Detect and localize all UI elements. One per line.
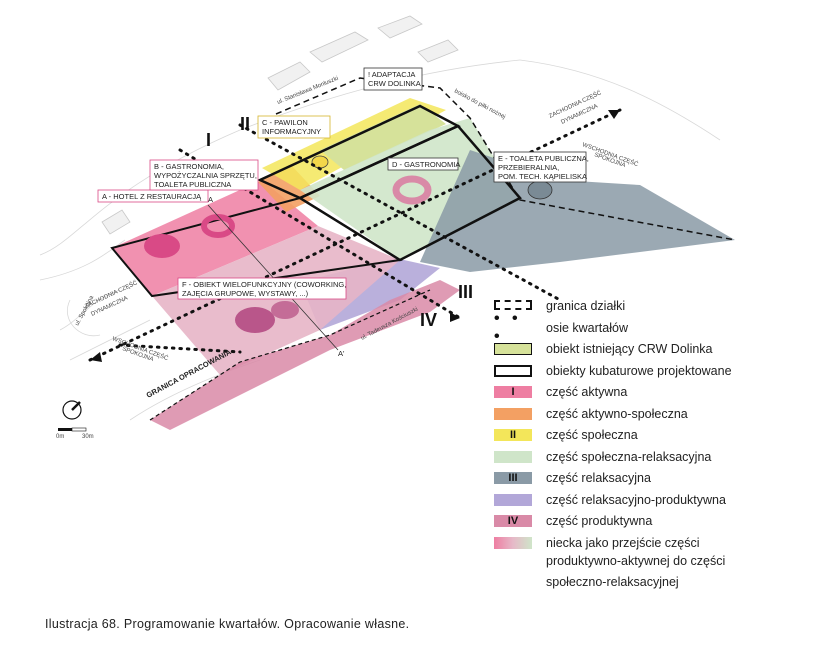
svg-text:POM. TECH. KĄPIELISKA: POM. TECH. KĄPIELISKA <box>498 172 587 181</box>
svg-text:0m: 0m <box>56 434 64 440</box>
section-line <box>207 204 339 351</box>
legend-item-kubatura: obiekty kubaturowe projektowane <box>494 363 814 385</box>
legend-item-aktywno-spoleczna: część aktywno-społeczna <box>494 406 814 428</box>
legend-swatch-istniejacy <box>494 343 532 355</box>
legend-item-granica: granica działki <box>494 298 814 320</box>
svg-text:CRW DOLINKA: CRW DOLINKA <box>368 79 421 88</box>
legend-niecka-text: niecka jako przejście części produktywno… <box>546 535 726 589</box>
granica-dzialki-line <box>275 77 736 241</box>
legend-swatch-aktywna: I <box>494 386 532 398</box>
legend: granica działki • • • osie kwartałów obi… <box>494 298 814 593</box>
zone-produktywna <box>152 226 400 375</box>
label-c: C - PAWILON INFORMACYJNY <box>257 115 331 139</box>
legend-item-spoleczna: II część społeczna <box>494 427 814 449</box>
legend-swatch-spoleczna: II <box>494 429 532 441</box>
axis-iii: III <box>458 282 473 302</box>
axis-arrowheads <box>90 110 620 362</box>
svg-text:E - TOALETA PUBLICZNA,: E - TOALETA PUBLICZNA, <box>498 154 589 163</box>
legend-swatch-gradient <box>494 536 532 549</box>
legend-swatch-dashed <box>494 300 532 310</box>
label-e: E - TOALETA PUBLICZNA, PRZEBIERALNIA, PO… <box>493 151 589 183</box>
axis-iv: IV <box>420 310 437 330</box>
axis-ii: II <box>240 114 250 134</box>
legend-item-niecka: niecka jako przejście części produktywno… <box>494 535 814 593</box>
legend-swatch-spoleczna-relaksacyjna <box>494 450 532 463</box>
svg-text:PRZEBIERALNIA,: PRZEBIERALNIA, <box>498 163 559 172</box>
svg-text:30m: 30m <box>82 434 94 440</box>
legend-item-relaksacyjna: III część relaksacyjna <box>494 470 814 492</box>
legend-item-istniejacy: obiekt istniejący CRW Dolinka <box>494 341 814 363</box>
scale-bar: 0m 30m <box>56 427 94 440</box>
legend-swatch-relaksacyjna: III <box>494 472 532 484</box>
legend-swatch-aktywno-spoleczna <box>494 407 532 420</box>
context-buildings <box>101 15 459 235</box>
legend-swatch-dots: • • • <box>494 309 522 345</box>
legend-swatch-produktywna: IV <box>494 515 532 527</box>
label-a: A - HOTEL Z RESTAURACJĄ <box>97 189 209 203</box>
svg-text:! ADAPTACJA: ! ADAPTACJA <box>368 70 415 79</box>
section-a-bottom: A' <box>338 349 345 358</box>
legend-item-produktywna: IV część produktywna <box>494 513 814 535</box>
svg-text:TOALETA PUBLICZNA: TOALETA PUBLICZNA <box>154 180 231 189</box>
boisko-label: boisko do piłki nożnej <box>453 88 506 120</box>
legend-swatch-relaksacyjno-produktywna <box>494 493 532 506</box>
figure-caption: Ilustracja 68. Programowanie kwartałów. … <box>45 617 410 631</box>
svg-text:WYPOŻYCZALNIA SPRZĘTU,: WYPOŻYCZALNIA SPRZĘTU, <box>154 171 257 180</box>
legend-swatch-outline <box>494 364 532 377</box>
label-f: F - OBIEKT WIELOFUNKCYJNY (COWORKING, ZA… <box>177 277 347 300</box>
granica-opracowania-line <box>149 289 431 421</box>
axis-i: I <box>206 130 211 150</box>
label-adaptacja: ! ADAPTACJA CRW DOLINKA <box>363 67 423 91</box>
legend-item-aktywna: I część aktywna <box>494 384 814 406</box>
svg-text:F - OBIEKT WIELOFUNKCYJNY (COW: F - OBIEKT WIELOFUNKCYJNY (COWORKING, <box>182 280 346 289</box>
svg-text:D - GASTRONOMIA: D - GASTRONOMIA <box>392 160 460 169</box>
building-blobs <box>144 155 553 333</box>
label-d: D - GASTRONOMIA <box>387 157 460 171</box>
zone-produktywna-strip <box>150 280 460 430</box>
legend-item-osie: • • • osie kwartałów <box>494 309 628 345</box>
svg-text:B - GASTRONOMIA,: B - GASTRONOMIA, <box>154 162 224 171</box>
label-b: B - GASTRONOMIA, WYPOŻYCZALNIA SPRZĘTU, … <box>149 159 259 191</box>
zone-aktywna <box>112 180 318 296</box>
section-a-top: A <box>208 195 213 204</box>
zone-istniejacy <box>320 104 446 170</box>
projected-buildings <box>110 104 522 298</box>
svg-text:INFORMACYJNY: INFORMACYJNY <box>262 127 321 136</box>
legend-item-relaksacyjno-produktywna: część relaksacyjno-produktywna <box>494 492 814 514</box>
svg-text:C - PAWILON: C - PAWILON <box>262 118 308 127</box>
legend-item-spoleczna-relaksacyjna: część społeczna-relaksacyjna <box>494 449 814 471</box>
north-arrow-icon <box>62 400 82 420</box>
svg-text:A - HOTEL Z RESTAURACJĄ: A - HOTEL Z RESTAURACJĄ <box>102 192 202 201</box>
svg-text:ZAJĘCIA GRUPOWE, WYSTAWY, ...): ZAJĘCIA GRUPOWE, WYSTAWY, ...) <box>182 289 309 298</box>
